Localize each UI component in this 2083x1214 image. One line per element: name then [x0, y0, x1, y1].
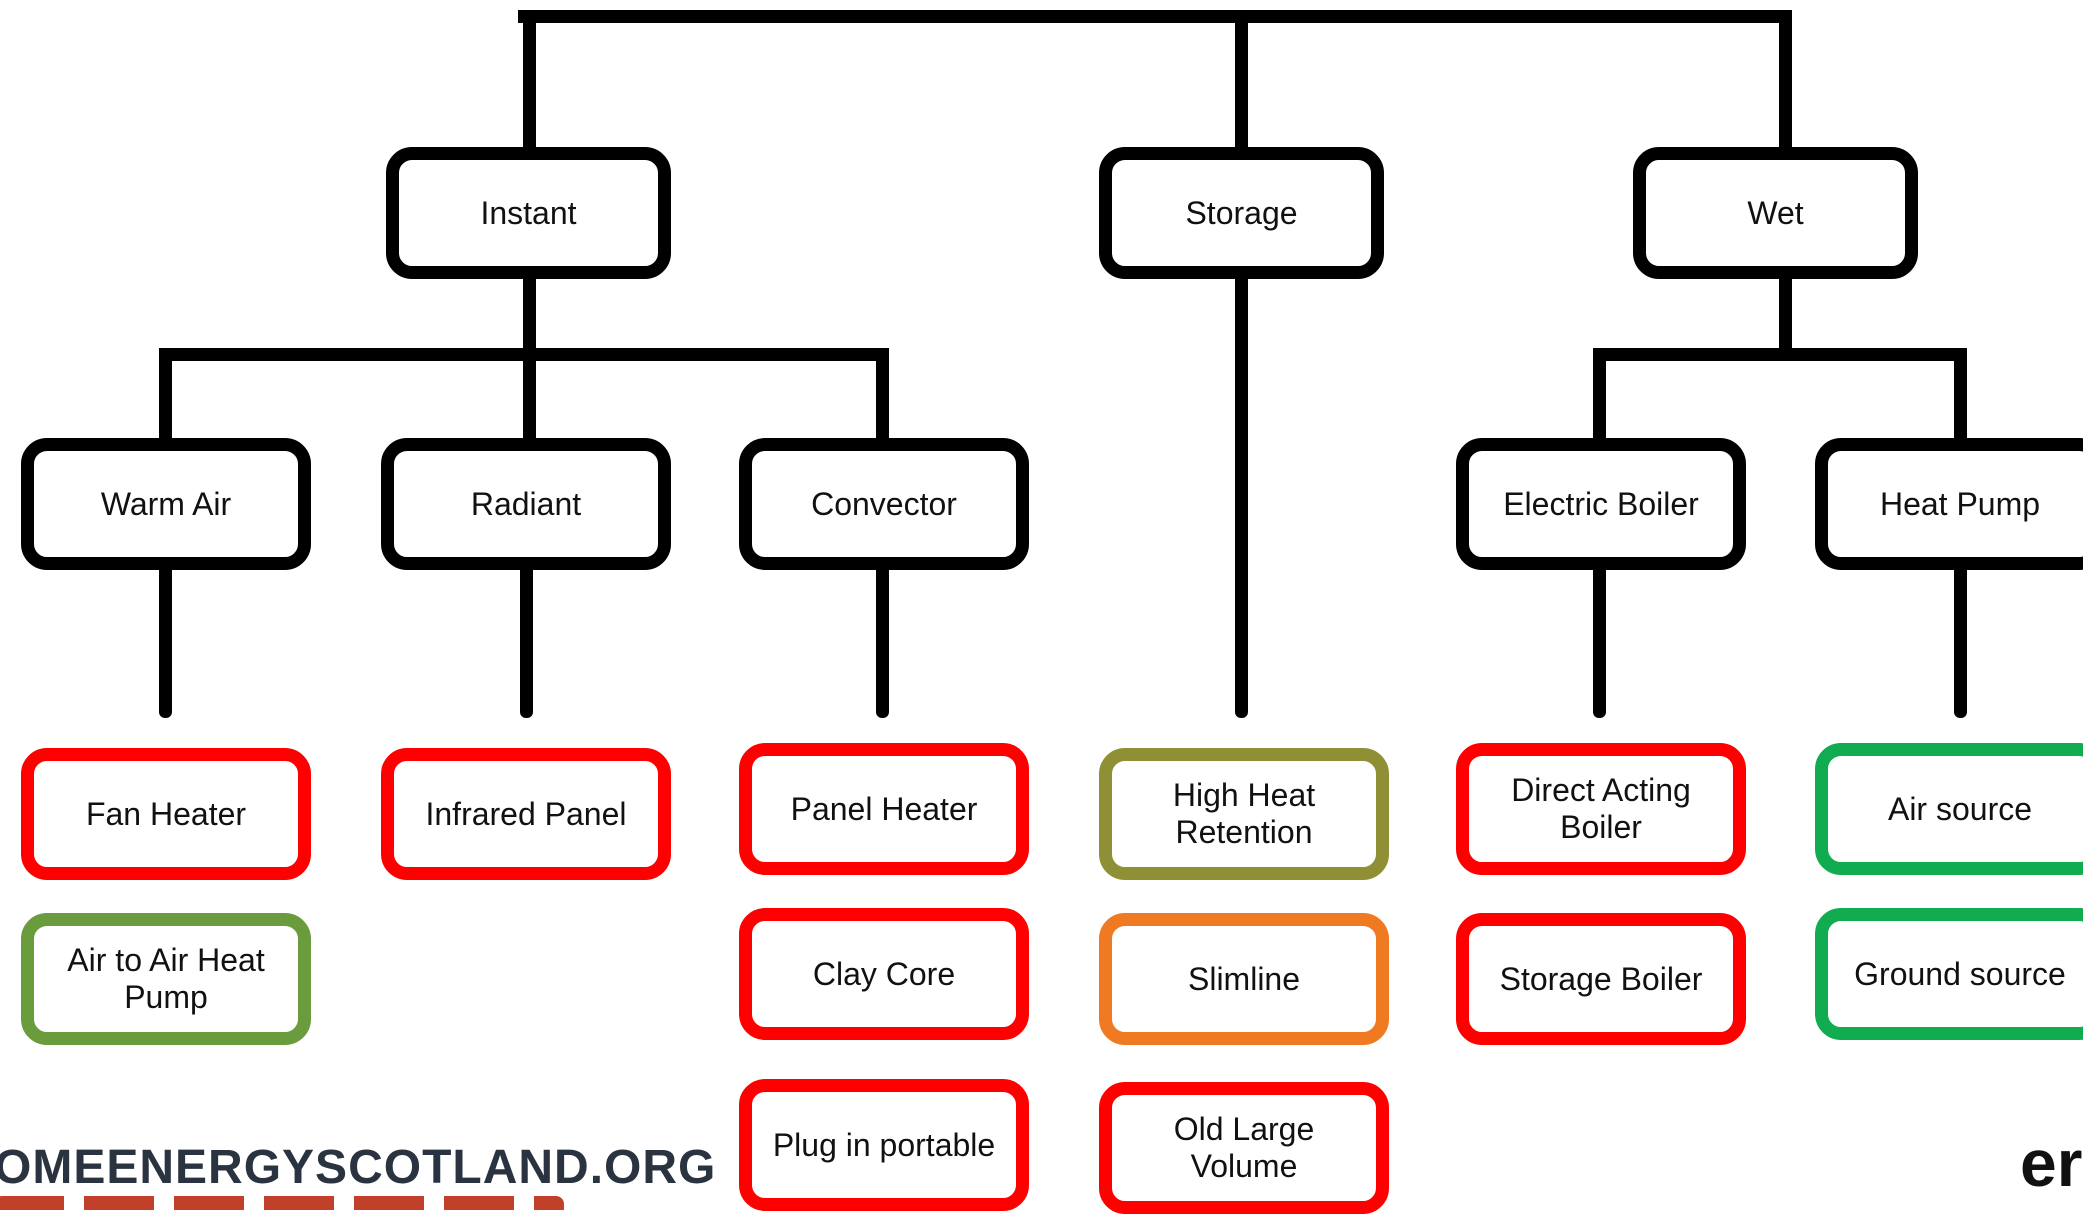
- node-infrared-panel: Infrared Panel: [381, 748, 671, 880]
- connector: [1954, 560, 1967, 718]
- connector: [520, 560, 533, 718]
- node-heat-pump: Heat Pump: [1815, 438, 2083, 570]
- connector: [1593, 560, 1606, 718]
- connector: [1235, 270, 1248, 718]
- node-label: Radiant: [470, 485, 582, 522]
- node-storage-boiler: Storage Boiler: [1456, 913, 1746, 1045]
- connector: [1779, 10, 1792, 150]
- node-convector: Convector: [739, 438, 1029, 570]
- node-label: Ground source: [1854, 955, 2066, 992]
- node-label: Electric Boiler: [1503, 485, 1699, 522]
- node-storage: Storage: [1099, 147, 1384, 279]
- node-high-heat-retention: High Heat Retention: [1099, 748, 1389, 880]
- node-old-large-volume: Old Large Volume: [1099, 1082, 1389, 1214]
- node-direct-acting-boiler: Direct Acting Boiler: [1456, 743, 1746, 875]
- node-warm-air: Warm Air: [21, 438, 311, 570]
- node-label: Direct Acting Boiler: [1511, 772, 1691, 845]
- node-label: Old Large Volume: [1173, 1111, 1315, 1184]
- node-label: Clay Core: [812, 955, 956, 992]
- node-label: Storage: [1185, 194, 1298, 231]
- node-label: Infrared Panel: [425, 795, 627, 832]
- node-label: Storage Boiler: [1499, 960, 1703, 997]
- node-label: Convector: [811, 485, 957, 522]
- footer-brand-logo: er: [2020, 1126, 2083, 1200]
- node-radiant: Radiant: [381, 438, 671, 570]
- connector: [523, 10, 536, 150]
- node-label: Fan Heater: [85, 795, 247, 832]
- node-label: Warm Air: [100, 485, 232, 522]
- connector: [1779, 270, 1792, 355]
- node-label: Panel Heater: [790, 790, 978, 827]
- node-panel-heater: Panel Heater: [739, 743, 1029, 875]
- node-instant: Instant: [386, 147, 671, 279]
- connector: [1954, 348, 1967, 440]
- connector: [876, 560, 889, 718]
- connector: [159, 348, 889, 361]
- node-slimline: Slimline: [1099, 913, 1389, 1045]
- connector: [518, 10, 1792, 23]
- node-label: Plug in portable: [772, 1126, 996, 1163]
- node-label: Wet: [1747, 194, 1804, 231]
- node-label: Air source: [1887, 790, 2033, 827]
- connector: [1235, 10, 1248, 150]
- node-air-source: Air source: [1815, 743, 2083, 875]
- node-plug-in-portable: Plug in portable: [739, 1079, 1029, 1211]
- connector: [159, 348, 172, 440]
- node-electric-boiler: Electric Boiler: [1456, 438, 1746, 570]
- node-air-to-air-heat-pump: Air to Air Heat Pump: [21, 913, 311, 1045]
- node-clay-core: Clay Core: [739, 908, 1029, 1040]
- footer-website: OMEENERGYSCOTLAND.ORG: [0, 1141, 717, 1194]
- node-label: Air to Air Heat Pump: [67, 942, 265, 1015]
- connector: [1593, 348, 1606, 440]
- connector: [159, 560, 172, 718]
- node-label: High Heat Retention: [1172, 777, 1316, 850]
- node-label: Instant: [480, 194, 577, 231]
- connector: [876, 348, 889, 440]
- connector: [1593, 348, 1967, 361]
- node-wet: Wet: [1633, 147, 1918, 279]
- node-label: Heat Pump: [1879, 485, 2041, 522]
- node-ground-source: Ground source: [1815, 908, 2083, 1040]
- node-fan-heater: Fan Heater: [21, 748, 311, 880]
- footer-phone-number: [0, 1196, 564, 1210]
- node-label: Slimline: [1187, 960, 1301, 997]
